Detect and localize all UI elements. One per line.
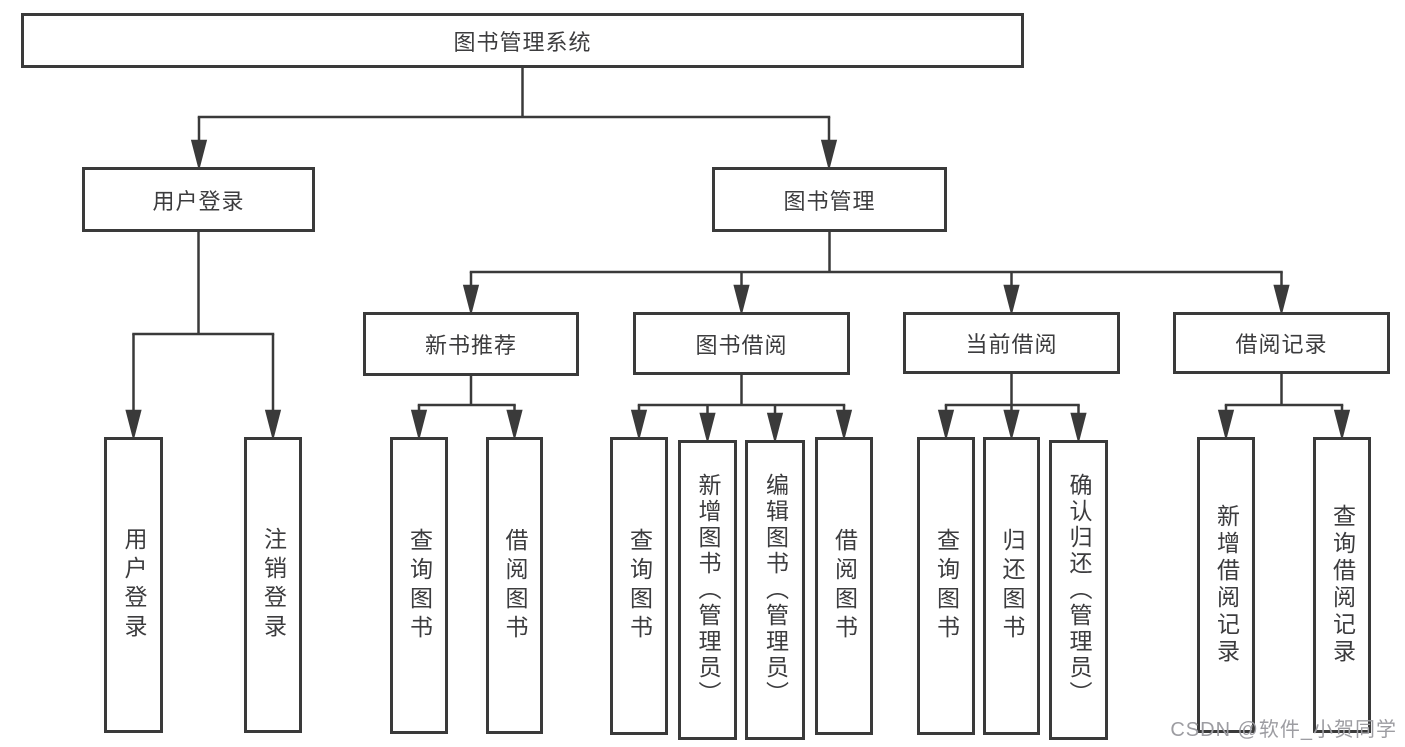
leaf-confirm-return-admin: 确认归还（管理员）: [1049, 440, 1108, 740]
node-borrowing-records-label: 借阅记录: [1235, 332, 1328, 357]
leaf-edit-book-admin-label: 编辑图书（管理员）: [762, 473, 789, 707]
leaf-borrowing-query-book: 查询图书: [610, 437, 668, 735]
leaf-query-borrow-record-label: 查询借阅记录: [1329, 504, 1356, 666]
leaf-logout: 注销登录: [244, 437, 302, 733]
leaf-current-query-book: 查询图书: [917, 437, 975, 735]
node-root: 图书管理系统: [21, 13, 1024, 68]
node-borrowing-records: 借阅记录: [1173, 312, 1390, 374]
node-book-management-label: 图书管理: [783, 188, 876, 214]
leaf-current-query-book-label: 查询图书: [933, 528, 960, 644]
csdn-watermark: CSDN @软件_小贺同学: [1170, 719, 1397, 741]
leaf-edit-book-admin: 编辑图书（管理员）: [745, 440, 805, 740]
leaf-borrowing-borrow-book-label: 借阅图书: [831, 528, 858, 644]
leaf-user-login-label: 用户登录: [121, 527, 147, 643]
node-book-borrowing-label: 图书借阅: [695, 332, 788, 358]
leaf-add-borrow-record: 新增借阅记录: [1197, 437, 1255, 733]
leaf-borrowing-query-book-label: 查询图书: [626, 528, 653, 644]
leaf-recommend-query-book-label: 查询图书: [406, 527, 433, 644]
leaf-add-borrow-record-label: 新增借阅记录: [1213, 504, 1240, 666]
node-book-management: 图书管理: [712, 167, 947, 232]
node-new-book-recommend-label: 新书推荐: [424, 333, 517, 358]
leaf-confirm-return-admin-label: 确认归还（管理员）: [1066, 473, 1092, 707]
leaf-query-borrow-record: 查询借阅记录: [1313, 437, 1371, 733]
leaf-user-login: 用户登录: [104, 437, 163, 733]
leaf-borrowing-borrow-book: 借阅图书: [815, 437, 873, 735]
leaf-return-book: 归还图书: [983, 437, 1040, 735]
leaf-add-book-admin: 新增图书（管理员）: [678, 440, 737, 740]
node-new-book-recommend: 新书推荐: [363, 312, 579, 376]
connectors: [125, 68, 1351, 444]
node-root-label: 图书管理系统: [453, 29, 592, 55]
node-user-login: 用户登录: [82, 167, 315, 232]
node-user-login-label: 用户登录: [152, 188, 245, 214]
leaf-recommend-query-book: 查询图书: [390, 437, 448, 734]
node-current-borrowing: 当前借阅: [903, 312, 1120, 374]
node-current-borrowing-label: 当前借阅: [965, 332, 1058, 357]
node-book-borrowing: 图书借阅: [633, 312, 850, 375]
leaf-return-book-label: 归还图书: [999, 528, 1025, 644]
leaf-recommend-borrow-book-label: 借阅图书: [502, 527, 528, 644]
leaf-add-book-admin-label: 新增图书（管理员）: [695, 473, 721, 707]
leaf-recommend-borrow-book: 借阅图书: [486, 437, 543, 734]
leaf-logout-label: 注销登录: [260, 527, 287, 643]
